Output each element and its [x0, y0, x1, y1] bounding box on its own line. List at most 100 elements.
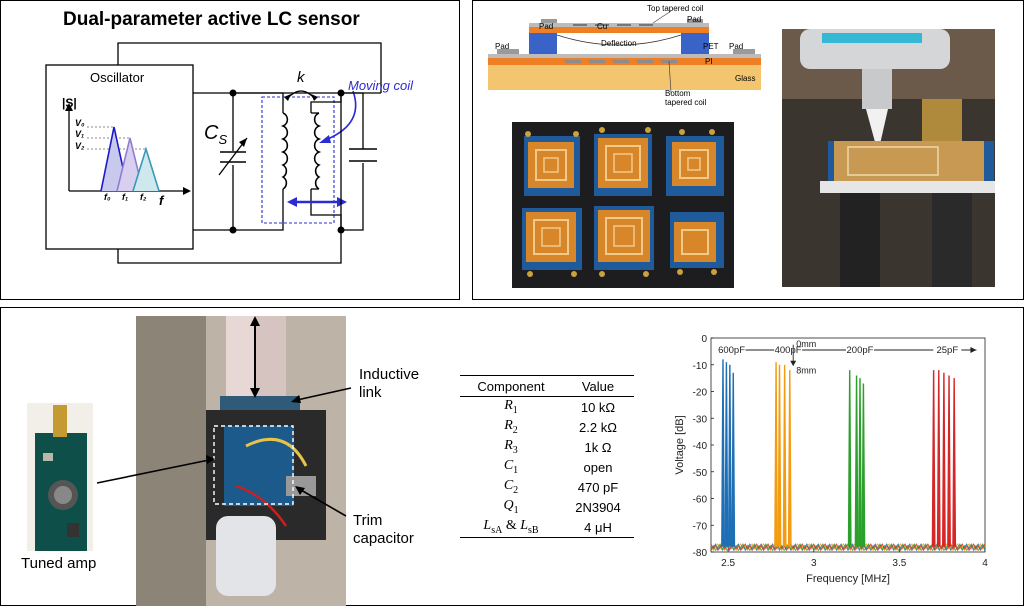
capacitance-label: 200pF	[847, 345, 874, 356]
coupling-label: k	[297, 69, 305, 86]
displacement-arrow-head	[790, 360, 797, 367]
peak-200pF	[858, 378, 862, 547]
peak-200pF	[861, 383, 866, 547]
capacitor-label-main: C	[204, 122, 219, 144]
peak-25pF	[947, 375, 951, 547]
capacitance-label: 600pF	[718, 345, 745, 356]
wire-bottom	[117, 230, 342, 264]
tuned-amp-photo	[27, 403, 93, 551]
table-row: R2 2.2 kΩ	[460, 417, 634, 437]
table-cell-value: 2N3904	[575, 499, 621, 515]
table-cell-component: LsA & LsB	[483, 518, 539, 536]
xs-label-glass: Glass	[735, 74, 756, 83]
table-cell-subscript-2: sB	[528, 524, 539, 536]
table-cell-subscript: 2	[513, 484, 519, 496]
y-tick-label: -70	[693, 521, 708, 532]
peak-600pF	[724, 362, 729, 547]
spectrum-peak-2	[132, 146, 160, 192]
spectrum-x-label: f	[159, 193, 164, 208]
xs-label-cu: Cu	[597, 22, 608, 31]
capacitance-label-bg	[774, 342, 803, 356]
capacitance-label-bg	[845, 342, 874, 356]
table-row: Q1 2N3904	[460, 497, 634, 517]
noise-floor-trace	[710, 543, 986, 552]
setup-photo	[782, 29, 995, 287]
peak-600pF	[731, 372, 736, 547]
table-cell-component: C1	[460, 457, 562, 477]
table-cell-symbol: Q	[503, 498, 514, 514]
inductive-link-photo	[136, 316, 346, 606]
capacitor-label: CS	[204, 122, 227, 147]
moving-coil-label: Moving coil	[348, 78, 414, 93]
displacement-label-start: 0mm	[796, 339, 816, 349]
level-label-v0: V₀	[75, 118, 85, 128]
freq-label-f1: f₁	[122, 192, 129, 202]
table-row: R3 1k Ω	[460, 437, 634, 457]
peak-400pF	[777, 364, 782, 547]
peak-25pF	[942, 372, 946, 547]
peak-600pF	[727, 364, 732, 547]
samples-photo	[512, 122, 734, 288]
capacitance-label: 25pF	[936, 345, 958, 356]
displacement-label-end: 8mm	[796, 365, 816, 375]
xs-label-pi: PI	[705, 57, 713, 66]
x-axis-label: Frequency [MHz]	[806, 573, 890, 585]
peak-25pF	[931, 370, 936, 547]
spectrum-y-label: |S|	[62, 96, 77, 110]
oscillator-label: Oscillator	[90, 70, 145, 85]
spectrum-plot	[65, 103, 191, 195]
xs-label-pad-right-top: Pad	[687, 15, 702, 24]
peak-400pF	[774, 362, 778, 547]
table-cell-value: open	[583, 459, 613, 475]
x-tick-label: 3.5	[892, 558, 906, 569]
inductive-link-art	[136, 316, 346, 606]
xs-label-pad-right: Pad	[729, 42, 744, 51]
panel-fabrication: Top tapered coil Pad Cu Pad Deflection P…	[472, 0, 1024, 300]
capacitance-label-bg	[933, 342, 962, 356]
wire-top	[117, 42, 382, 93]
table-cell-symbol: R	[504, 418, 513, 434]
y-tick-label: -10	[693, 361, 708, 372]
level-label-v2: V₂	[75, 141, 85, 151]
table-cell-value: 1k Ω	[584, 439, 612, 455]
capacitor-label-sub: S	[218, 132, 228, 147]
xs-label-pet: PET	[703, 42, 719, 51]
freq-label-f2: f₂	[140, 192, 147, 202]
table-cell-subscript: sA	[491, 524, 503, 536]
xs-label-pad-left-top: Pad	[539, 22, 554, 31]
table-cell-subscript: 1	[512, 404, 518, 416]
y-tick-label: 0	[701, 334, 707, 345]
table-cell-component: Q1	[460, 497, 562, 517]
table-cell-component: R1	[460, 397, 562, 418]
y-axis-label: Voltage [dB]	[674, 415, 686, 474]
peak-400pF	[782, 364, 787, 547]
table-cell-symbol-2: L	[520, 518, 529, 534]
xs-label-pad-left: Pad	[495, 42, 510, 51]
capacitance-arrow-head	[970, 347, 977, 353]
table-cell-component: C2	[460, 477, 562, 497]
table-cell-symbol: R	[504, 438, 513, 454]
table-cell-symbol: C	[503, 478, 514, 494]
freq-label-f0: f₀	[104, 192, 111, 202]
peak-600pF	[721, 359, 725, 547]
table-header-component: Component	[460, 376, 562, 397]
y-tick-label: -60	[693, 495, 708, 506]
peak-25pF	[952, 378, 957, 547]
x-tick-label: 2.5	[721, 558, 735, 569]
table-cell-symbol: L	[483, 518, 492, 534]
table-cell-component: R3	[460, 437, 562, 457]
table-cell-value: 2.2 kΩ	[579, 419, 617, 435]
table-cell-value: 470 pF	[577, 479, 619, 495]
table-cell-subscript: 2	[512, 424, 518, 436]
y-tick-label: -30	[693, 414, 708, 425]
cross-section-diagram	[488, 10, 761, 94]
peak-400pF	[787, 370, 792, 547]
tuned-amp-art	[35, 405, 87, 551]
peak-25pF	[936, 370, 941, 547]
photo-annotations	[96, 316, 352, 517]
